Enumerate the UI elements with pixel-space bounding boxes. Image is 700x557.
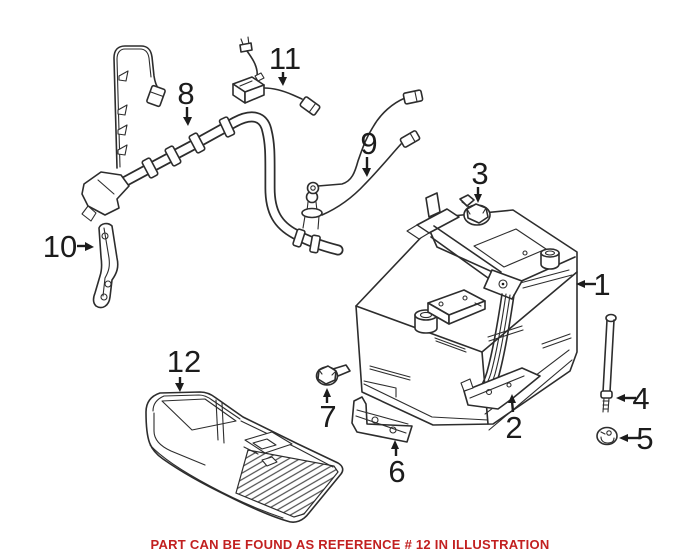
mounting-bracket-drawing <box>351 396 413 443</box>
callout-11-label: 11 <box>269 41 301 76</box>
harness-terminal <box>81 171 130 222</box>
callout-7: 7 <box>319 388 337 434</box>
callout-6: 6 <box>388 440 406 489</box>
hex-bolt-top-drawing <box>459 194 491 226</box>
callout-8-label: 8 <box>177 76 194 111</box>
battery-top-block <box>427 289 486 325</box>
hold-down-bracket-drawing <box>460 367 541 410</box>
callout-4: 4 <box>616 381 650 416</box>
battery-terminal-right <box>540 248 560 270</box>
callout-2-label: 2 <box>505 410 522 445</box>
callout-7-label: 7 <box>319 399 336 434</box>
callout-11: 11 <box>269 41 301 86</box>
callout-6-label: 6 <box>388 454 405 489</box>
callout-5: 5 <box>619 421 654 456</box>
callout-1: 1 <box>576 267 611 302</box>
sensor-body <box>232 72 265 104</box>
cable-connector-2 <box>399 130 421 148</box>
callout-2: 2 <box>505 394 523 445</box>
sensor-cable-drawing <box>232 36 321 116</box>
callout-12-label: 12 <box>167 344 201 379</box>
harness-wire-loop-inner <box>116 48 152 168</box>
callout-5-label: 5 <box>636 421 653 456</box>
harness-clips <box>117 70 129 156</box>
callout-10: 10 <box>43 229 94 264</box>
ring-terminal <box>306 181 320 195</box>
cable-run-upper <box>317 97 406 187</box>
harness-loop-connector <box>146 84 166 108</box>
callout-10-label: 10 <box>43 229 77 264</box>
battery-tray-drawing <box>145 391 344 523</box>
callout-8: 8 <box>177 76 195 126</box>
terminal-ball-stud <box>301 190 323 230</box>
callout-3: 3 <box>471 156 489 203</box>
callout-9: 9 <box>360 126 378 177</box>
cable-run-lower <box>321 143 402 216</box>
battery-cable-drawing <box>306 89 424 216</box>
strap-flag-tab <box>425 192 441 218</box>
harness-wire-loop <box>113 45 160 169</box>
reference-caption: PART CAN BE FOUND AS REFERENCE # 12 IN I… <box>150 537 550 552</box>
tray-hatched-deck <box>235 449 339 518</box>
sensor-cable-connector <box>299 96 321 116</box>
callout-4-label: 4 <box>632 381 649 416</box>
callout-3-label: 3 <box>471 156 488 191</box>
support-bracket-drawing <box>92 222 119 309</box>
callout-9-label: 9 <box>360 126 377 161</box>
conduit-collars <box>141 116 321 254</box>
cable-connector-1 <box>402 89 424 105</box>
callout-1-label: 1 <box>593 267 610 302</box>
battery-vent-stripes <box>369 264 573 381</box>
callout-12: 12 <box>167 344 201 392</box>
tray-moulding <box>243 431 293 467</box>
hex-bolt-side-drawing <box>315 364 351 386</box>
hold-down-rod-drawing <box>600 313 617 413</box>
battery-cable-harness-drawing <box>81 45 344 256</box>
grommet-drawing <box>596 426 618 446</box>
